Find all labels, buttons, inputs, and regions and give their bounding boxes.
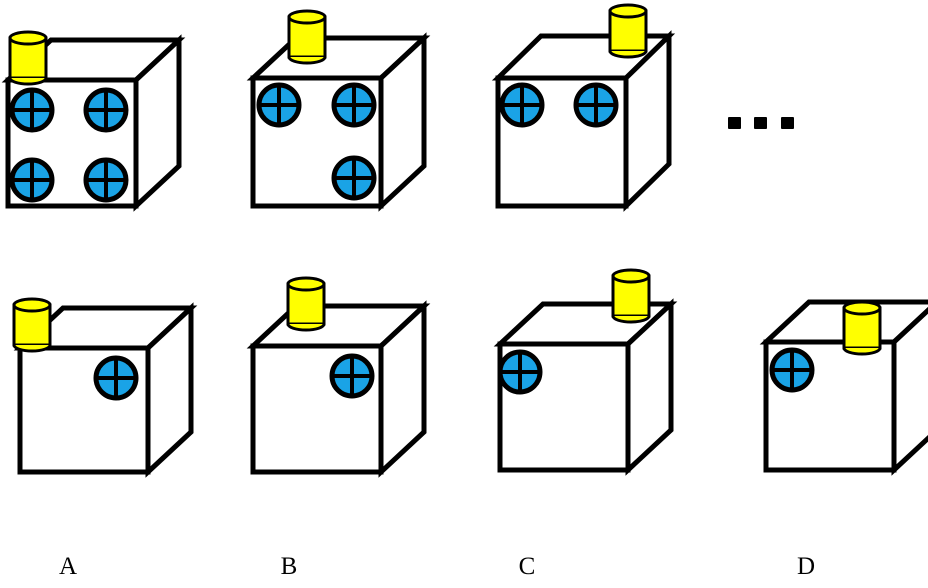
hole-icon	[12, 160, 52, 200]
option-label-d: D	[796, 553, 816, 580]
option-a-cube[interactable]	[12, 297, 198, 478]
sequence-continuation	[728, 117, 794, 129]
peg-icon	[608, 3, 648, 59]
hole-icon	[502, 85, 542, 125]
sequence-cube-2	[246, 9, 431, 212]
hole-icon	[332, 356, 372, 396]
hole-icon	[96, 358, 136, 398]
hole-icon	[576, 85, 616, 125]
hole-icon	[86, 90, 126, 130]
sequence-cube-1	[1, 30, 186, 212]
option-b-cube[interactable]	[246, 276, 431, 478]
hole-icon	[259, 85, 299, 125]
sequence-cube-3	[491, 3, 676, 212]
option-label-b: B	[280, 553, 298, 580]
option-c-cube[interactable]	[493, 268, 678, 476]
hole-icon	[500, 352, 540, 392]
peg-icon	[842, 300, 882, 356]
peg-icon	[12, 297, 52, 353]
peg-icon	[611, 268, 651, 324]
option-label-c: C	[518, 553, 536, 580]
hole-icon	[334, 85, 374, 125]
peg-icon	[287, 9, 327, 65]
hole-icon	[772, 350, 812, 390]
peg-icon	[286, 276, 326, 332]
peg-icon	[8, 30, 48, 86]
hole-icon	[12, 90, 52, 130]
option-label-a: A	[58, 553, 78, 580]
hole-icon	[86, 160, 126, 200]
option-d-cube[interactable]	[759, 299, 928, 476]
hole-icon	[334, 158, 374, 198]
